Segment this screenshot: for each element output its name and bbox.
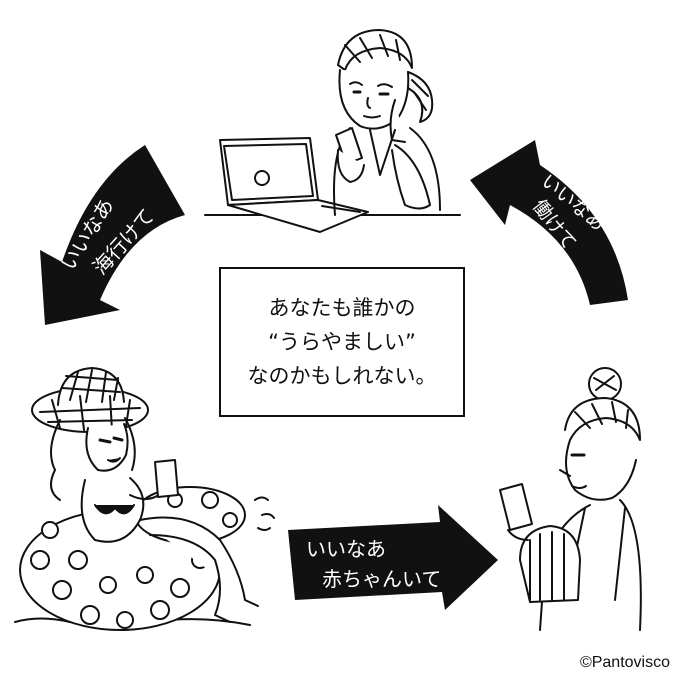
office-worker-illustration bbox=[204, 29, 461, 233]
center-message-box: あなたも誰かの “うらやましい” なのかもしれない。 bbox=[219, 267, 465, 417]
mother-baby-illustration bbox=[499, 367, 642, 631]
arrow-bottom-text-line1: いいなあ bbox=[306, 537, 386, 561]
beach-woman-illustration bbox=[14, 367, 275, 631]
center-message-line3: なのかもしれない。 bbox=[247, 364, 437, 388]
arrow-right-shape bbox=[470, 140, 628, 305]
copyright-credit: ©Pantovisco bbox=[579, 654, 670, 671]
arrow-bottom: いいなあ 赤ちゃんいて bbox=[288, 505, 498, 610]
arrow-left: いいなあ 海行けて bbox=[40, 145, 185, 325]
arrow-bottom-shape bbox=[288, 505, 498, 610]
arrow-bottom-text-line2: 赤ちゃんいて bbox=[322, 567, 441, 591]
center-message-line2: “うらやましい” bbox=[268, 330, 416, 354]
center-message-line1: あなたも誰かの bbox=[268, 296, 416, 320]
float-ring-dots bbox=[30, 491, 238, 629]
arrow-right: いいなあ 働けて bbox=[470, 140, 628, 305]
arrow-left-shape bbox=[40, 145, 185, 325]
